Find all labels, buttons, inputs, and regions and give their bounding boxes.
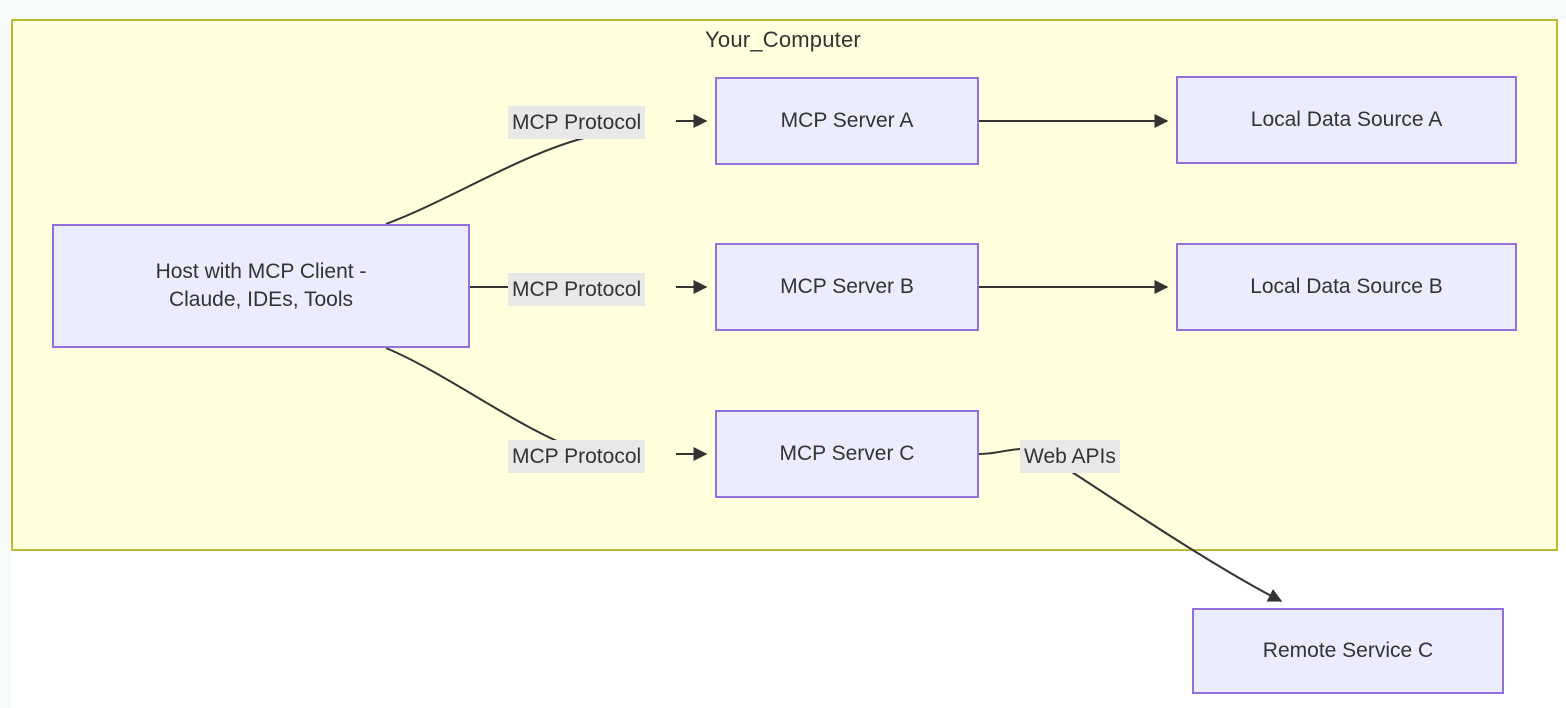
edge-label-web-apis: Web APIs xyxy=(1020,440,1120,473)
node-local-data-source-a[interactable]: Local Data Source A xyxy=(1176,76,1517,164)
edge-label-mcp-protocol-a: MCP Protocol xyxy=(508,106,646,139)
node-mcp-server-a-label: MCP Server A xyxy=(780,108,914,132)
node-mcp-server-b-label: MCP Server B xyxy=(780,274,914,298)
node-host-with-mcp-client[interactable]: Host with MCP Client - Claude, IDEs, Too… xyxy=(52,224,470,348)
node-mcp-server-c-label: MCP Server C xyxy=(779,441,915,465)
node-local-data-source-b[interactable]: Local Data Source B xyxy=(1176,243,1517,331)
node-remote-service-c-label: Remote Service C xyxy=(1262,638,1434,662)
node-local-data-source-b-label: Local Data Source B xyxy=(1250,274,1443,298)
node-remote-service-c[interactable]: Remote Service C xyxy=(1192,608,1504,694)
subgraph-title: Your_Computer xyxy=(705,27,861,52)
page-top-margin xyxy=(0,0,1566,19)
node-host-label-line2: Claude, IDEs, Tools xyxy=(168,288,354,311)
node-host-label-line1: Host with MCP Client - xyxy=(155,259,367,283)
node-local-data-source-a-label: Local Data Source A xyxy=(1250,107,1443,131)
edge-label-mcp-protocol-c: MCP Protocol xyxy=(508,440,646,473)
page-left-margin xyxy=(0,0,11,708)
node-mcp-server-c[interactable]: MCP Server C xyxy=(715,410,979,498)
edge-label-mcp-protocol-b: MCP Protocol xyxy=(508,273,646,306)
node-mcp-server-a[interactable]: MCP Server A xyxy=(715,77,979,165)
node-mcp-server-b[interactable]: MCP Server B xyxy=(715,243,979,331)
